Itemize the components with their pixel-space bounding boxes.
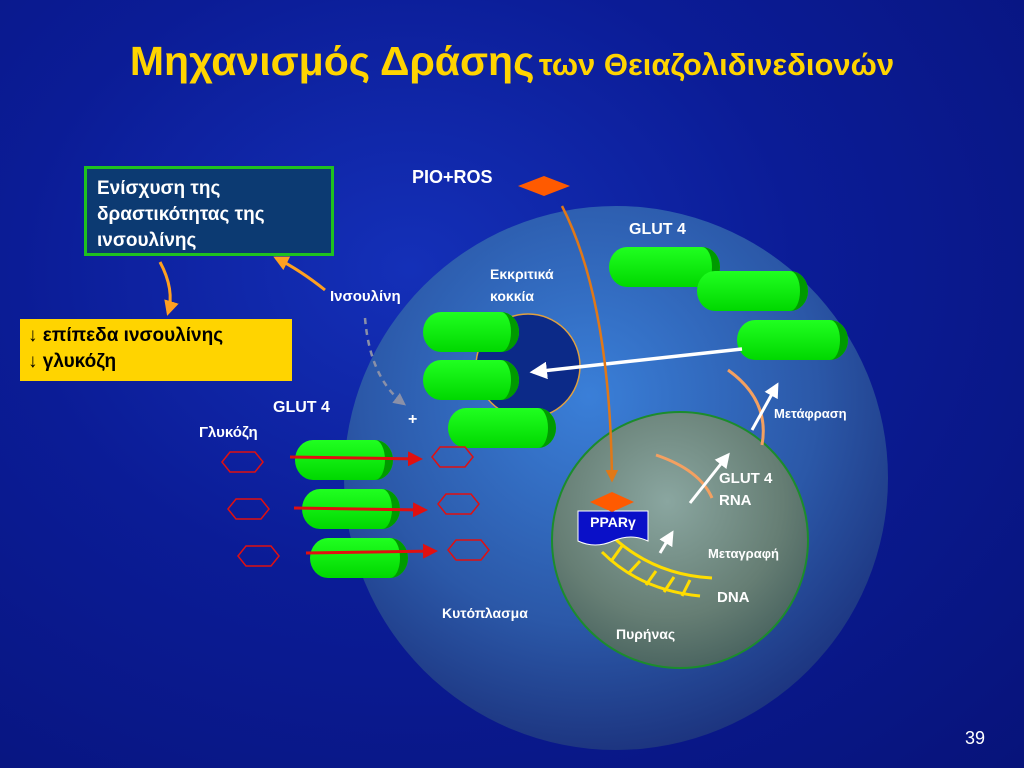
translation-arc xyxy=(727,368,765,446)
glucose-outside-group xyxy=(221,451,280,567)
secretory-granules-label-2: κοκκία xyxy=(490,288,535,304)
insulin-levels-line: ↓ επίπεδα ινσουλίνης xyxy=(28,325,224,346)
translation-label: Μετάφραση xyxy=(774,406,847,421)
glut4-rna-label-1: GLUT 4 xyxy=(719,470,773,487)
drug-diamond-icon xyxy=(518,176,570,196)
insulin-effect-box: Ενίσχυση της δραστικότητας της ινσουλίνη… xyxy=(84,166,334,256)
rna-strand xyxy=(655,453,714,499)
transcription-arrow xyxy=(658,530,674,554)
nucleus-label: Πυρήνας xyxy=(616,626,676,642)
glut4-left-label: GLUT 4 xyxy=(273,399,330,416)
glut4-transporter xyxy=(423,312,519,352)
glucose-hexagon-icon xyxy=(237,545,280,567)
glut4-transporter xyxy=(310,538,408,578)
rna-to-protein-arrow xyxy=(688,452,730,504)
glut4-transporter xyxy=(609,247,720,287)
page-number: 39 xyxy=(965,728,986,748)
transcription-label: Μεταγραφή xyxy=(708,546,779,561)
dna-helix xyxy=(600,536,713,598)
secretory-granules-label-1: Εκκριτικά xyxy=(490,266,554,282)
ppar-receptor-icon xyxy=(577,510,649,546)
title-sub: των Θειαζολιδινεδιονών xyxy=(538,47,895,82)
insulin-label: Ινσουλίνη xyxy=(330,288,401,305)
glucose-inside-group xyxy=(431,446,490,561)
glut4-vesicle-group xyxy=(423,312,556,448)
glut4-rna-label-2: RNA xyxy=(719,492,752,509)
glucose-levels-line: ↓ γλυκόζη xyxy=(28,351,117,372)
glut4-transporter xyxy=(423,360,519,400)
glut4-transporter xyxy=(295,440,393,480)
cytoplasm-label: Κυτόπλασμα xyxy=(442,605,528,621)
glucose-label: Γλυκόζη xyxy=(199,424,258,441)
glut4-top-label: GLUT 4 xyxy=(629,221,686,238)
insulin-path-arrow xyxy=(363,317,406,406)
levels-box: ↓ επίπεδα ινσουλίνης ↓ γλυκόζη xyxy=(20,319,292,381)
plus-sign: + xyxy=(408,411,418,428)
drug-label: PIO+ROS xyxy=(412,167,493,187)
translation-arrow xyxy=(750,382,779,431)
glut4-transporter xyxy=(448,408,556,448)
title-main: Μηχανισμός Δράσης xyxy=(129,38,535,84)
page-title: Μηχανισμός Δράσης των Θειαζολιδινεδιονών xyxy=(0,38,1024,85)
glucose-hexagon-icon xyxy=(431,446,474,468)
glut4-traffic-arrow xyxy=(529,347,743,380)
glut4-top-group xyxy=(609,247,848,360)
glucose-arrows xyxy=(289,451,438,559)
drug-path-arrow xyxy=(560,205,619,483)
box-to-box-arrow xyxy=(158,261,179,316)
insulin-to-box-arrow xyxy=(273,256,326,292)
dna-label: DNA xyxy=(717,589,750,606)
ppar-label: PPARγ xyxy=(590,514,636,530)
glut4-transporter xyxy=(697,271,808,311)
glucose-hexagon-icon xyxy=(221,451,264,473)
glucose-hexagon-icon xyxy=(437,493,480,515)
glucose-hexagon-icon xyxy=(227,498,270,520)
glut4-transporter xyxy=(737,320,848,360)
glucose-hexagon-icon xyxy=(447,539,490,561)
drug-diamond-icon xyxy=(590,492,634,512)
